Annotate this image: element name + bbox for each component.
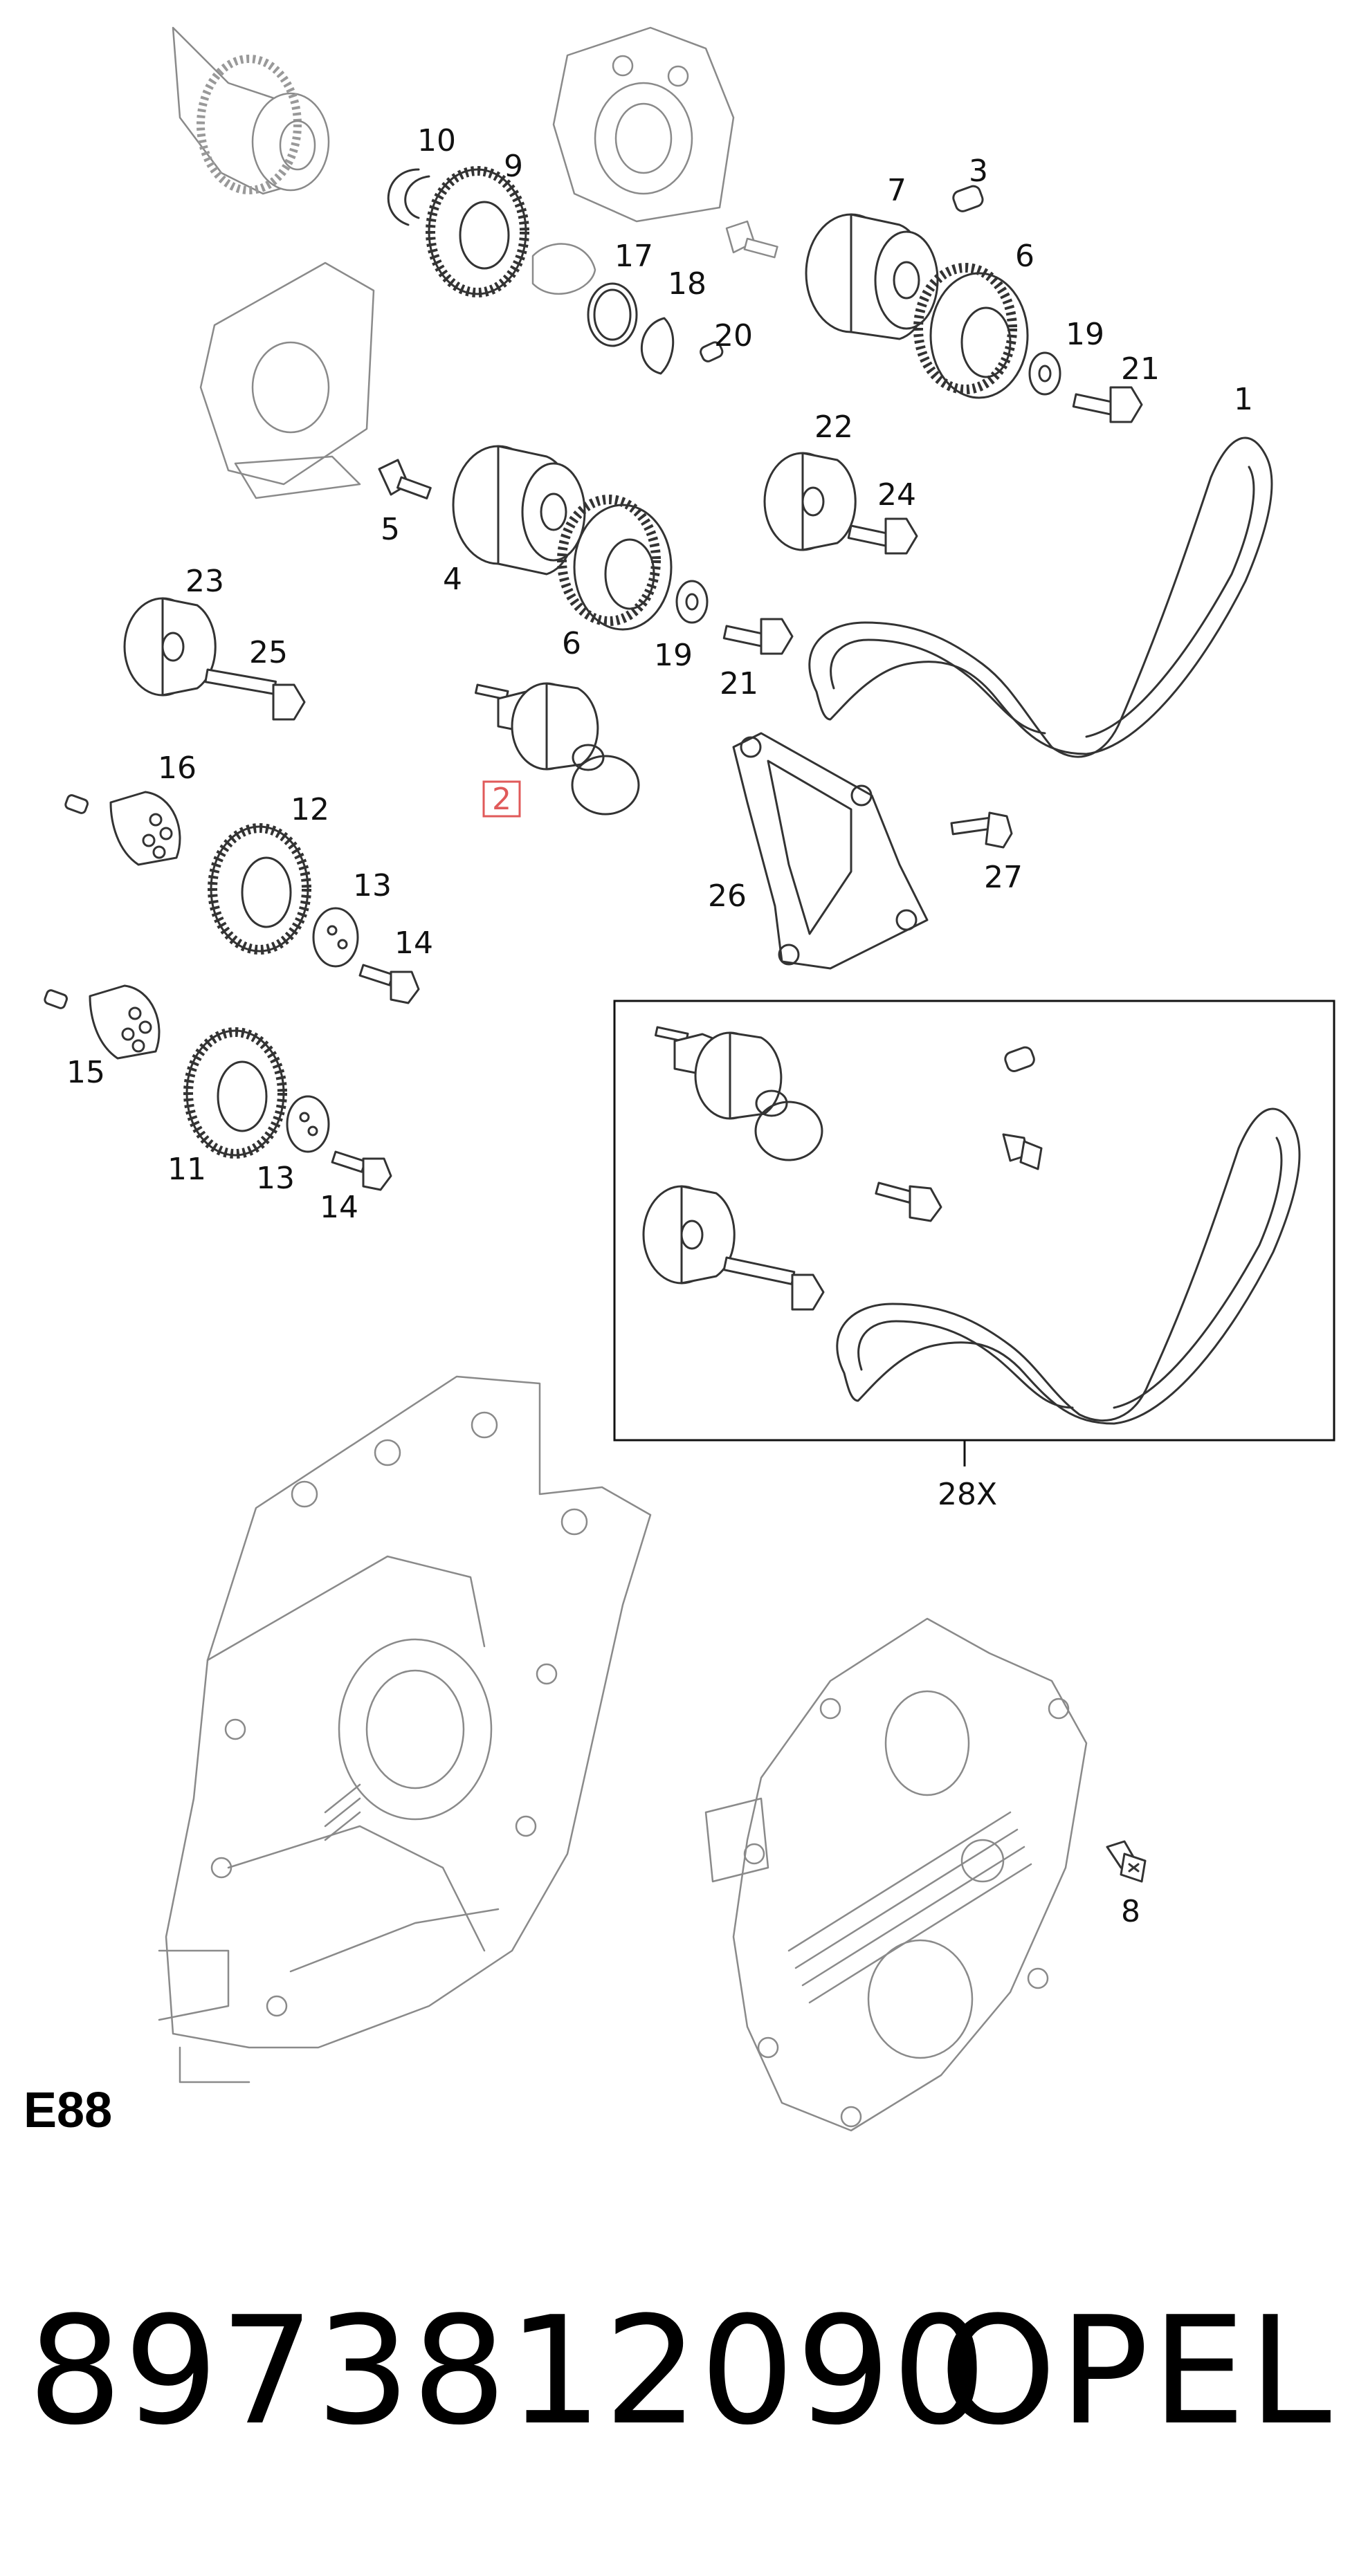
hub-15-drawing [44,984,161,1060]
gear-12-drawing [208,823,311,955]
highlight-box [482,780,521,818]
pin-3-drawing [952,185,984,212]
dowel-20-drawing [700,341,724,362]
page-code: E88 [24,2083,113,2138]
top-housing-drawing [552,26,735,223]
idler-22-drawing [763,452,857,551]
bolt-21a-drawing [1072,386,1143,423]
plate-ring-drawing [531,243,596,295]
shaft-gear-drawing [172,26,330,195]
callout-13-upper: 13 [353,868,392,903]
bracket-26-drawing [732,732,929,970]
callout-3: 3 [969,154,988,189]
callout-8: 8 [1121,1894,1140,1929]
callout-16: 16 [158,751,197,786]
washer-19b-drawing [675,580,709,624]
callout-7: 7 [887,173,906,208]
callout-5: 5 [381,512,400,547]
bolt-8-drawing [1106,1840,1147,1883]
sprocket-6b-drawing [557,495,673,631]
bolt-5-drawing [378,459,432,499]
callout-26: 26 [708,878,747,914]
engine-block-drawing [158,1375,652,2083]
snap-ring-10-drawing [387,168,430,226]
callout-12: 12 [291,792,329,827]
bolt-27-drawing [950,811,1013,849]
callout-14-upper: 14 [394,926,433,961]
brand-name: OPEL [939,2284,1334,2458]
callout-2: 2 [492,782,511,817]
bolt-14b-drawing [331,1150,392,1191]
callout-17: 17 [614,239,653,274]
part-number: 8973812090 [28,2284,988,2458]
callout-18: 18 [668,266,706,302]
gear-9-drawing [426,166,529,297]
callout-6-upper: 6 [1015,239,1034,274]
tensioner-2-drawing [475,682,640,816]
callout-21-lower: 21 [720,666,758,701]
bolt-grey-drawing [725,220,778,259]
bolt-14a-drawing [358,964,420,1004]
callout-13-lower: 13 [256,1161,295,1196]
callout-4: 4 [443,562,462,597]
kit-28x-box [613,1000,1335,1466]
callout-6-lower: 6 [562,626,581,661]
gear-11-drawing [183,1027,287,1159]
left-housing-drawing [199,261,375,499]
callout-27: 27 [984,860,1023,895]
callout-9: 9 [504,149,523,184]
washer-13a-drawing [312,907,359,968]
pulley-7-drawing [805,213,939,340]
callout-labels: 10 9 3 7 17 18 6 20 19 21 1 22 24 5 4 23… [66,123,1253,1929]
washer-19a-drawing [1028,351,1061,396]
callout-14-lower: 14 [320,1190,358,1225]
washer-13b-drawing [286,1095,330,1153]
callout-21-upper: 21 [1121,351,1160,387]
pulley-4-drawing [452,445,586,576]
callout-28x: 28X [938,1477,997,1512]
callout-15: 15 [66,1055,105,1090]
callout-10: 10 [417,123,456,158]
idler-23-drawing [123,597,217,697]
hub-16-drawing [64,791,181,866]
bolt-21b-drawing [722,618,794,655]
callout-23: 23 [185,564,224,599]
belt-1-drawing [808,436,1273,758]
sprocket-6a-drawing [913,263,1029,399]
callout-22: 22 [814,410,853,445]
callout-1: 1 [1234,382,1253,417]
snap-ring-18-drawing [641,317,675,375]
callout-24: 24 [877,477,916,513]
bolt-24-drawing [847,517,918,555]
callout-25: 25 [249,635,288,670]
callout-20: 20 [714,318,753,353]
front-cover-drawing [704,1617,1088,2132]
bolt-25-drawing [204,668,306,721]
callout-19-lower: 19 [654,638,693,673]
ring-17-drawing [587,282,638,347]
callout-19-upper: 19 [1066,317,1104,352]
callout-11: 11 [167,1152,206,1187]
